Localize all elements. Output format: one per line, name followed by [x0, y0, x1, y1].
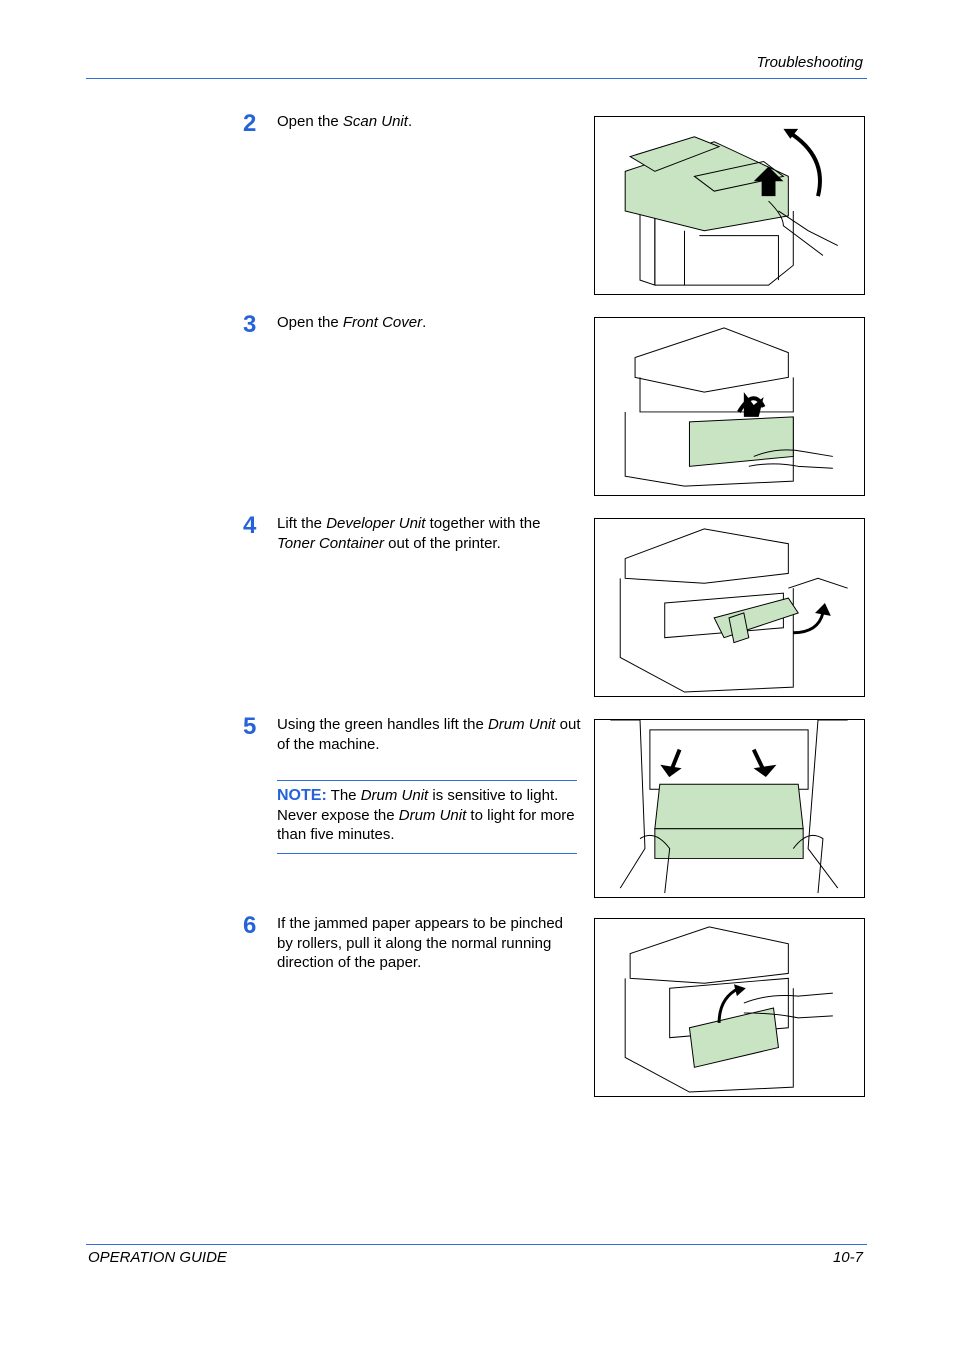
step-number: 2	[243, 110, 257, 137]
step-text-emphasis: Scan Unit	[342, 113, 408, 130]
step-number: 3	[243, 311, 257, 338]
figure-lift-developer-unit	[594, 518, 865, 697]
step-text-part: Using the green handles lift the	[277, 716, 488, 733]
step-text-emphasis: Drum Unit	[487, 716, 556, 733]
figure-open-front-cover	[594, 317, 865, 496]
drum-unit-illustration	[610, 720, 848, 894]
footer-guide-title: OPERATION GUIDE	[88, 1249, 227, 1266]
step-text-emphasis: Developer Unit	[326, 515, 426, 532]
step-number: 6	[243, 912, 257, 939]
note-text: The	[326, 787, 361, 804]
header-rule	[86, 78, 867, 79]
jammed-paper-illustration	[624, 926, 833, 1093]
step-number: 4	[243, 512, 257, 539]
running-header: Troubleshooting	[756, 54, 863, 71]
step-text-part: Lift the	[277, 515, 327, 532]
note-emphasis: Drum Unit	[360, 787, 429, 804]
note-label: NOTE:	[277, 787, 327, 804]
page-number: 10-7	[832, 1249, 863, 1266]
step-text-emphasis: Front Cover	[342, 314, 423, 331]
figure-open-scan-unit	[594, 116, 865, 295]
step-text: Open the Scan Unit.	[277, 112, 582, 132]
front-cover-illustration	[624, 327, 833, 487]
step-text-part: .	[422, 314, 427, 331]
figure-lift-drum-unit	[594, 719, 865, 898]
footer-rule	[86, 1244, 867, 1245]
step-text-emphasis: Toner Container	[277, 534, 385, 552]
step-text-part: Open the	[277, 113, 343, 130]
figure-pull-jammed-paper	[594, 918, 865, 1097]
note-emphasis: Drum Unit	[398, 806, 467, 824]
note-text: is sensitive to light. Never expose the	[277, 787, 559, 824]
step-text: Open the Front Cover.	[277, 313, 582, 333]
step-text: If the jammed paper appears to be pinche…	[277, 915, 564, 971]
step-text: Using the green handles lift the Drum Un…	[277, 715, 582, 754]
scan-unit-illustration	[624, 128, 838, 286]
step-text: Lift the Developer Unit together with th…	[277, 514, 582, 553]
step-number: 5	[243, 713, 257, 740]
step-text-part: out of the printer.	[384, 534, 501, 552]
step-text-part: out of the machine.	[277, 716, 581, 753]
step-text-part: Open the	[277, 314, 343, 331]
note-box: NOTE: The Drum Unit is sensitive to ligh…	[277, 780, 577, 854]
note-text: to light for more than five minutes.	[277, 806, 575, 844]
step-text-part: together with the	[425, 515, 541, 532]
step-text-part: .	[407, 113, 413, 130]
developer-unit-illustration	[619, 528, 848, 693]
